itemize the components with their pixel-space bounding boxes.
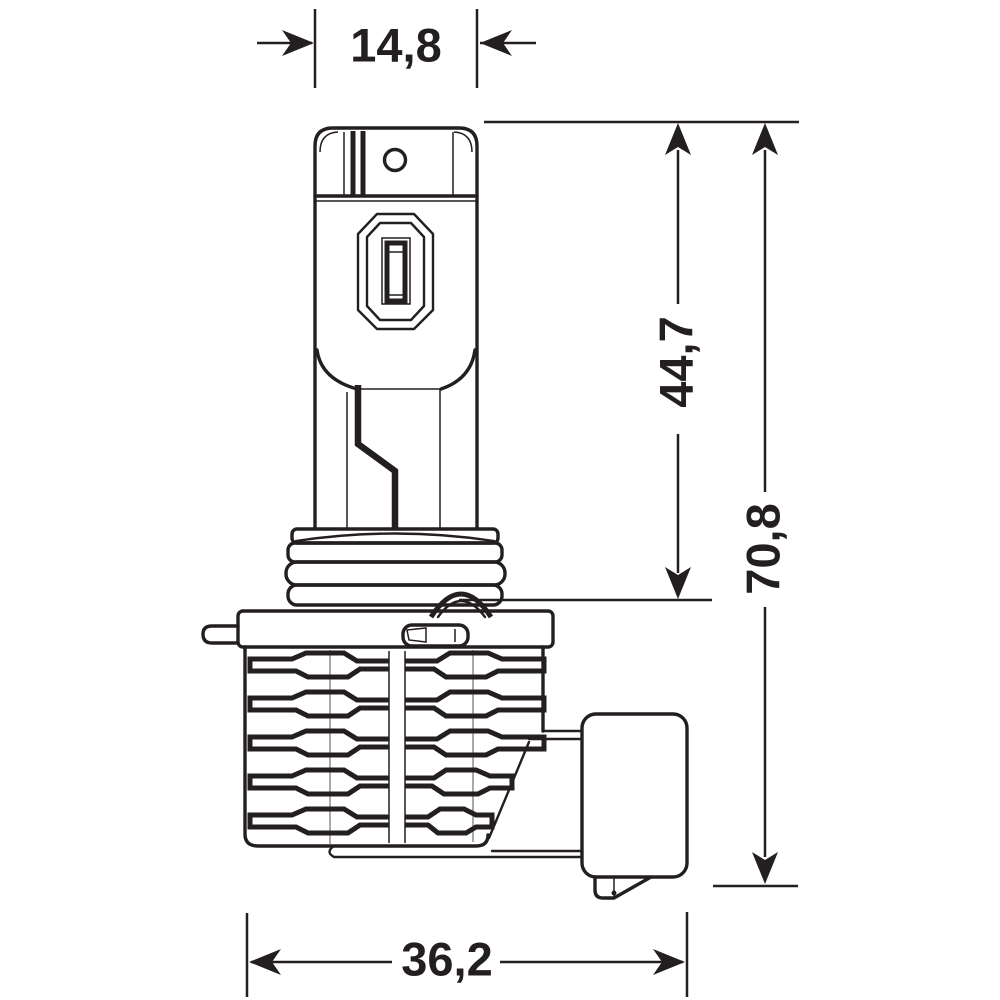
bulb-collar [284,527,507,607]
connector-tab [593,875,653,900]
spring-clip [428,591,494,619]
dimension-label-total-height: 70,8 [737,503,790,594]
arrowhead-left-icon [480,30,512,56]
bulb-tube [315,348,477,528]
arrowhead-up-icon [665,123,691,155]
plate-slot [401,623,470,648]
bulb-cap [313,126,479,530]
bulb-led-window [356,212,435,331]
mount-plate [201,591,555,649]
dim-base-width: 36,2 [245,912,689,997]
arrowhead-down-icon [752,852,778,884]
arrowhead-right-icon [282,30,314,56]
connector-block [527,712,689,900]
arrowhead-down-icon [665,567,691,599]
dim-total-height: 70,8 [713,123,798,888]
dimension-label-upper-height: 44,7 [650,316,703,407]
arrowhead-left-icon [249,949,281,975]
dimension-label-top-width: 14,8 [350,19,441,72]
plate-left-tab [201,624,240,645]
arrowhead-up-icon [752,123,778,155]
cap-hole [382,147,408,173]
o-ring [284,560,507,587]
dim-upper-height: 44,7 [459,120,799,602]
heatsink-fins [247,650,547,836]
led-chip-bar [384,240,408,304]
heatsink [243,645,584,859]
base-strap [328,844,584,859]
dimension-label-base-width: 36,2 [401,933,492,986]
arrowhead-right-icon [653,949,685,975]
dim-top-width: 14,8 [257,9,536,88]
